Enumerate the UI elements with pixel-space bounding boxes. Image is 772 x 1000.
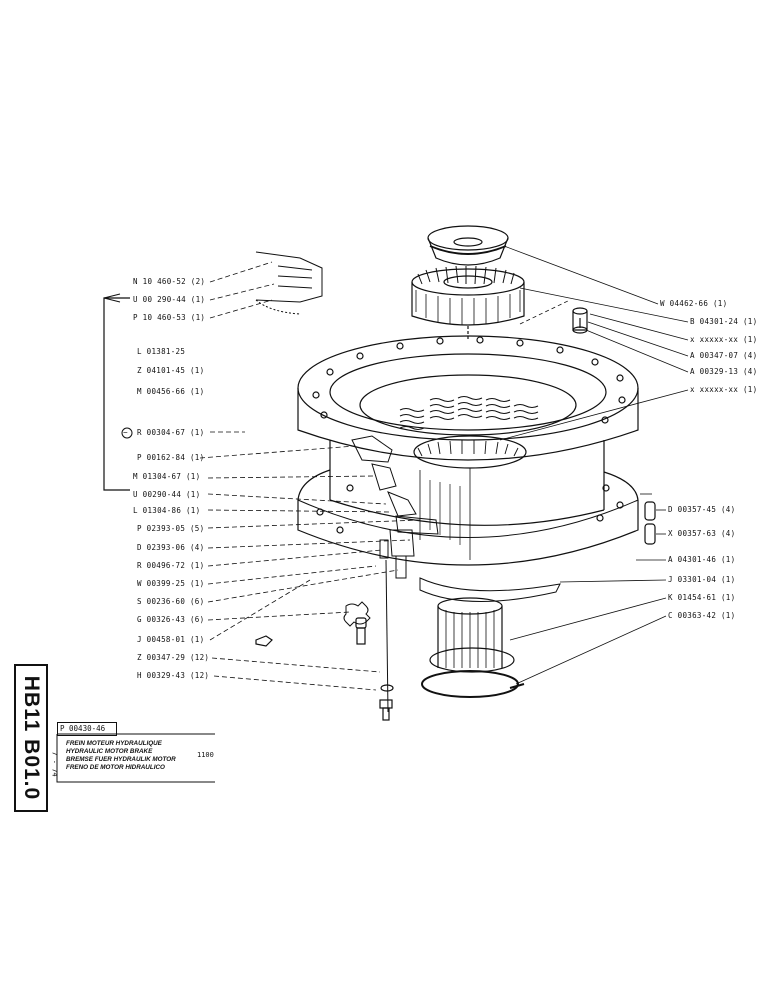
label-left-17: G 00326-43 (6) (137, 615, 205, 624)
label-right-3: x xxxxx-xx (1) (690, 335, 758, 344)
leader-lines-left (199, 261, 421, 691)
label-right-6: x xxxxx-xx (1) (690, 385, 758, 394)
label-left-9: M 01304-67 (1) (133, 472, 201, 481)
top-cap-part (427, 225, 509, 266)
title-fr: FREIN MOTEUR HYDRAULIQUE (66, 740, 162, 747)
label-right-11: K 01454-61 (1) (668, 593, 736, 602)
label-right-1: W 04462-66 (1) (660, 299, 728, 308)
label-left-5: Z 04101-45 (1) (137, 366, 205, 375)
hydraulic-fitting-detail (255, 251, 323, 315)
output-shaft (421, 597, 525, 698)
label-right-12: C 00363-42 (1) (668, 611, 736, 620)
label-left-20: H 00329-43 (12) (137, 671, 210, 680)
circled-marker-sign: − (123, 428, 128, 437)
label-right-8: X 00357-63 (4) (668, 529, 736, 538)
circled-marker (121, 427, 133, 439)
title-lines: FREIN MOTEUR HYDRAULIQUE HYDRAULIC MOTOR… (66, 740, 176, 772)
label-left-10: U 00290-44 (1) (133, 490, 201, 499)
label-left-16: S 00236-60 (6) (137, 597, 205, 606)
label-bracket (103, 293, 130, 491)
dowel-sleeves (644, 501, 656, 545)
brake-lever-assembly (351, 435, 439, 713)
label-right-7: D 00357-45 (4) (668, 505, 736, 514)
label-left-11: L 01304-86 (1) (133, 506, 201, 515)
label-left-2: U 00 290-44 (1) (133, 295, 206, 304)
small-hardware (255, 601, 394, 721)
label-left-1: N 10 460-52 (2) (133, 277, 206, 286)
label-left-19: Z 00347-29 (12) (137, 653, 210, 662)
sheet-date: 7 - 74 (50, 751, 59, 777)
part-number: P 00430-46 (57, 722, 117, 736)
label-left-18: J 00458-01 (1) (137, 635, 205, 644)
label-left-14: R 00496-72 (1) (137, 561, 205, 570)
label-left-6: M 00456-66 (1) (137, 387, 205, 396)
sheet-side-tab: HB11 B01.0 (14, 664, 48, 812)
label-left-8: P 00162-84 (1) (137, 453, 205, 462)
title-de: BREMSE FUER HYDRAULIK MOTOR (66, 756, 176, 763)
title-es: FRENO DE MOTOR HIDRAULICO (66, 764, 165, 771)
label-right-10: J 03301-04 (1) (668, 575, 736, 584)
label-right-4: A 00347-07 (4) (690, 351, 758, 360)
label-left-15: W 00399-25 (1) (137, 579, 205, 588)
label-right-9: A 04301-46 (1) (668, 555, 736, 564)
label-left-4: L 01381-25 (137, 347, 186, 356)
label-left-13: D 02393-06 (4) (137, 543, 205, 552)
label-right-2: B 04301-24 (1) (690, 317, 758, 326)
model-number: 1100 (197, 751, 214, 759)
label-left-7: R 00304-67 (1) (137, 428, 205, 437)
title-en: HYDRAULIC MOTOR BRAKE (66, 748, 153, 755)
upper-housing-flange (297, 335, 639, 469)
label-right-5: A 00329-13 (4) (690, 367, 758, 376)
label-left-12: P 02393-05 (5) (137, 524, 205, 533)
label-left-3: P 10 460-53 (1) (133, 313, 206, 322)
spur-gear-part (411, 265, 525, 340)
leader-lines-right (499, 245, 689, 685)
lower-housing-flange (297, 469, 639, 602)
